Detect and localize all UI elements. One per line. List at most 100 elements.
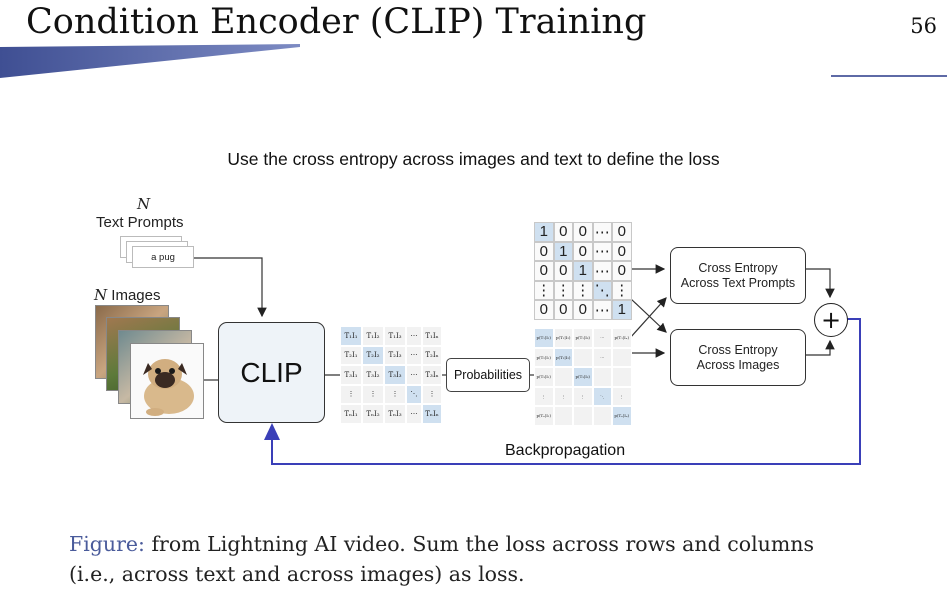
similarity-matrix-cell-3-0: ⋮ — [340, 384, 362, 404]
target-matrix-cell-4-3: ⋯ — [592, 300, 612, 320]
target-matrix-cell-0-4: 0 — [612, 222, 632, 242]
probability-matrix: p(T₁|I₁)p(T₁|I₂)p(T₁|I₃)⋯p(T₁|Iₙ) p(T₂|I₁… — [534, 328, 632, 426]
similarity-matrix-cell-3-3: ⋱ — [406, 384, 422, 404]
similarity-matrix-cell-1-4: T₂Iₙ — [422, 345, 442, 365]
prob-matrix-cell-0-4: p(T₁|Iₙ) — [612, 328, 632, 348]
backpropagation-label: Backpropagation — [505, 442, 626, 459]
prob-matrix-cell-0-0: p(T₁|I₁) — [534, 328, 554, 348]
cross-entropy-text-box: Cross Entropy Across Text Prompts — [670, 247, 806, 304]
caption-text: from Lightning AI video. Sum the loss ac… — [69, 532, 814, 586]
prob-matrix-cell-0-2: p(T₁|I₃) — [573, 328, 593, 348]
target-matrix-cell-2-0: 0 — [534, 261, 554, 281]
prompt-card-front: a pug — [132, 246, 194, 268]
similarity-matrix-cell-1-3: ⋯ — [406, 345, 422, 365]
prob-matrix-cell-4-0: p(Tₙ|I₁) — [534, 406, 554, 426]
cross-entropy-images-box: Cross Entropy Across Images — [670, 329, 806, 386]
probabilities-box: Probabilities — [446, 358, 530, 392]
prob-matrix-cell-0-1: p(T₁|I₂) — [553, 328, 573, 348]
similarity-matrix-cell-2-3: ⋯ — [406, 365, 422, 385]
target-matrix-cell-2-2: 1 — [573, 261, 593, 281]
similarity-matrix-cell-4-4: TₙIₙ — [422, 404, 442, 424]
target-matrix-cell-0-1: 0 — [553, 222, 573, 242]
text-prompts-n: N — [137, 195, 151, 213]
similarity-matrix-cell-0-0: T₁I₁ — [340, 326, 362, 346]
target-matrix-cell-1-4: 0 — [612, 241, 632, 261]
target-matrix-cell-2-4: 0 — [612, 261, 632, 281]
target-matrix-cell-3-1: ⋮ — [553, 280, 573, 300]
prob-matrix-cell-2-3 — [592, 367, 612, 387]
image-pug — [130, 343, 204, 419]
caption-figure-word: Figure: — [69, 532, 145, 556]
target-matrix-cell-4-1: 0 — [553, 300, 573, 320]
prob-matrix-cell-3-2: ⋮ — [573, 386, 593, 406]
images-label-text: Images — [111, 287, 161, 304]
ce-images-line1: Cross Entropy — [698, 342, 778, 357]
similarity-matrix-cell-0-4: T₁Iₙ — [422, 326, 442, 346]
prob-matrix-cell-3-3: ⋱ — [592, 386, 612, 406]
target-matrix-cell-1-0: 0 — [534, 241, 554, 261]
target-matrix-cell-2-3: ⋯ — [592, 261, 612, 281]
header-rule — [831, 75, 947, 77]
clip-encoder-box: CLIP — [218, 322, 325, 423]
ce-text-line2: Across Text Prompts — [680, 275, 796, 290]
ce-text-line1: Cross Entropy — [698, 260, 778, 275]
similarity-matrix-cell-4-2: TₙI₃ — [384, 404, 406, 424]
diagram-heading: Use the cross entropy across images and … — [227, 149, 720, 169]
target-matrix-cell-4-0: 0 — [534, 300, 554, 320]
similarity-matrix-cell-0-1: T₁I₂ — [362, 326, 384, 346]
images-label: N Images — [94, 286, 161, 304]
target-matrix-cell-3-2: ⋮ — [573, 280, 593, 300]
target-matrix-cell-4-2: 0 — [573, 300, 593, 320]
similarity-matrix-cell-1-2: T₂I₃ — [384, 345, 406, 365]
similarity-matrix-cell-0-2: T₁I₃ — [384, 326, 406, 346]
prob-matrix-cell-3-0: ⋮ — [534, 386, 554, 406]
prob-matrix-cell-4-1 — [553, 406, 573, 426]
slide-title: Condition Encoder (CLIP) Training — [26, 2, 647, 42]
text-prompts-label: Text Prompts — [96, 214, 184, 231]
target-matrix-cell-4-4: 1 — [612, 300, 632, 320]
page-number: 56 — [910, 14, 937, 38]
prob-matrix-cell-1-1: p(T₂|I₂) — [553, 347, 573, 367]
similarity-matrix-cell-4-1: TₙI₂ — [362, 404, 384, 424]
prob-matrix-cell-2-4 — [612, 367, 632, 387]
target-matrix-cell-0-2: 0 — [573, 222, 593, 242]
prob-matrix-cell-1-0: p(T₂|I₁) — [534, 347, 554, 367]
target-matrix-cell-1-3: ⋯ — [592, 241, 612, 261]
similarity-matrix-cell-2-1: T₃I₂ — [362, 365, 384, 385]
prob-matrix-cell-3-1: ⋮ — [553, 386, 573, 406]
prob-matrix-cell-4-3 — [592, 406, 612, 426]
similarity-matrix-cell-2-0: T₃I₁ — [340, 365, 362, 385]
ce-images-line2: Across Images — [696, 357, 780, 372]
prob-matrix-cell-2-1 — [553, 367, 573, 387]
similarity-matrix-cell-4-0: TₙI₁ — [340, 404, 362, 424]
target-matrix-cell-2-1: 0 — [553, 261, 573, 281]
target-matrix-cell-0-0: 1 — [534, 222, 554, 242]
title-accent-bar — [0, 44, 300, 78]
figure-caption: Figure: from Lightning AI video. Sum the… — [69, 529, 829, 589]
similarity-matrix-cell-3-4: ⋮ — [422, 384, 442, 404]
prob-matrix-cell-4-4: p(Tₙ|Iₙ) — [612, 406, 632, 426]
prob-matrix-cell-2-2: p(T₃|I₃) — [573, 367, 593, 387]
prob-matrix-cell-1-4 — [612, 347, 632, 367]
similarity-matrix-cell-3-2: ⋮ — [384, 384, 406, 404]
prob-matrix-cell-4-2 — [573, 406, 593, 426]
prob-matrix-cell-3-4: ⋮ — [612, 386, 632, 406]
similarity-matrix-cell-0-3: ⋯ — [406, 326, 422, 346]
images-n: N — [94, 286, 108, 304]
prob-matrix-cell-1-2 — [573, 347, 593, 367]
target-matrix-cell-1-1: 1 — [553, 241, 573, 261]
similarity-matrix-cell-2-2: T₃I₃ — [384, 365, 406, 385]
similarity-matrix-cell-2-4: T₃Iₙ — [422, 365, 442, 385]
similarity-matrix-cell-1-0: T₂I₁ — [340, 345, 362, 365]
similarity-matrix-cell-3-1: ⋮ — [362, 384, 384, 404]
target-matrix-cell-3-3: ⋱ — [592, 280, 612, 300]
target-matrix-cell-3-0: ⋮ — [534, 280, 554, 300]
similarity-matrix-cell-1-1: T₂I₂ — [362, 345, 384, 365]
target-matrix-cell-1-2: 0 — [573, 241, 593, 261]
target-matrix-cell-3-4: ⋮ — [612, 280, 632, 300]
sum-plus-icon: + — [814, 303, 848, 337]
target-matrix-cell-0-3: ⋯ — [592, 222, 612, 242]
prob-matrix-cell-1-3: ⋯ — [592, 347, 612, 367]
